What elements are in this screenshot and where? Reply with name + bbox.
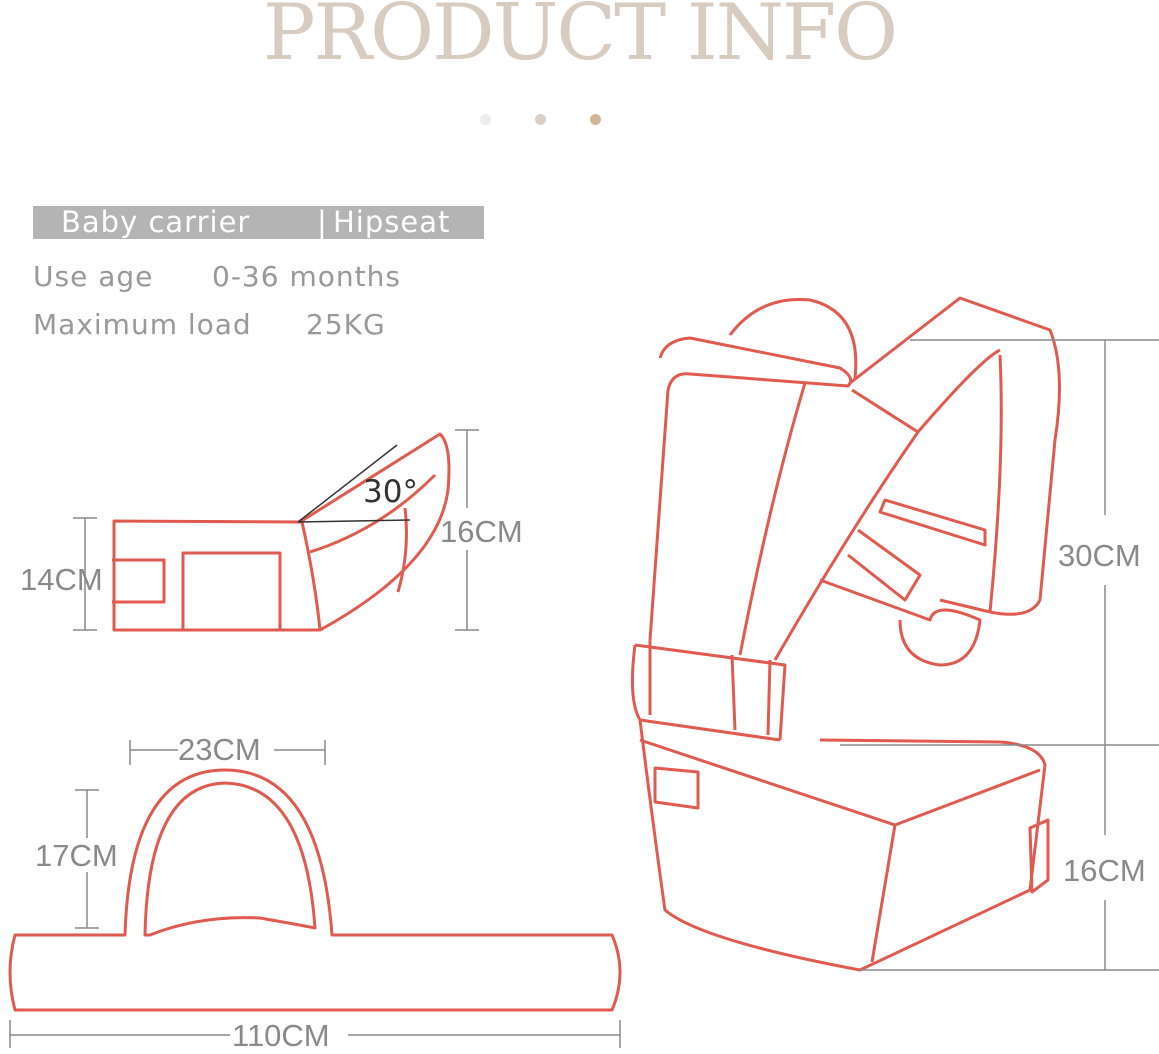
carrier-seat-height-label: 16CM — [1063, 853, 1146, 888]
product-name-banner: Baby carrier | Hipseat — [33, 206, 484, 239]
max-load-label: Maximum load — [33, 308, 252, 341]
seat-angle-label: 30° — [363, 474, 418, 510]
carrier-back-height-label: 30CM — [1058, 538, 1141, 573]
pager-dot-2[interactable] — [535, 114, 546, 125]
hipseat-height-label: 14CM — [20, 562, 103, 597]
product-name: Baby carrier — [61, 205, 251, 239]
dimension-lines — [9, 339, 1159, 1048]
hipseat-side-height-label: 16CM — [440, 514, 523, 549]
product-type: Hipseat — [333, 205, 451, 239]
angle-lines — [297, 444, 411, 523]
page-title: PRODUCT INFO — [262, 0, 898, 78]
pager-dot-3-active[interactable] — [590, 114, 601, 125]
separator: | — [317, 205, 328, 239]
use-age-value: 0-36 months — [212, 260, 401, 293]
pager-dot-1[interactable] — [480, 114, 491, 125]
use-age-label: Use age — [33, 260, 154, 293]
belt-length-label: 110CM — [232, 1018, 330, 1053]
waist-belt-drawing — [8, 768, 622, 1012]
hipseat-side-drawing — [112, 432, 451, 632]
belt-pad-width-label: 23CM — [178, 732, 261, 767]
max-load-value: 25KG — [306, 308, 386, 341]
carrier-drawing — [630, 296, 1061, 972]
belt-pad-height-label: 17CM — [35, 838, 118, 873]
